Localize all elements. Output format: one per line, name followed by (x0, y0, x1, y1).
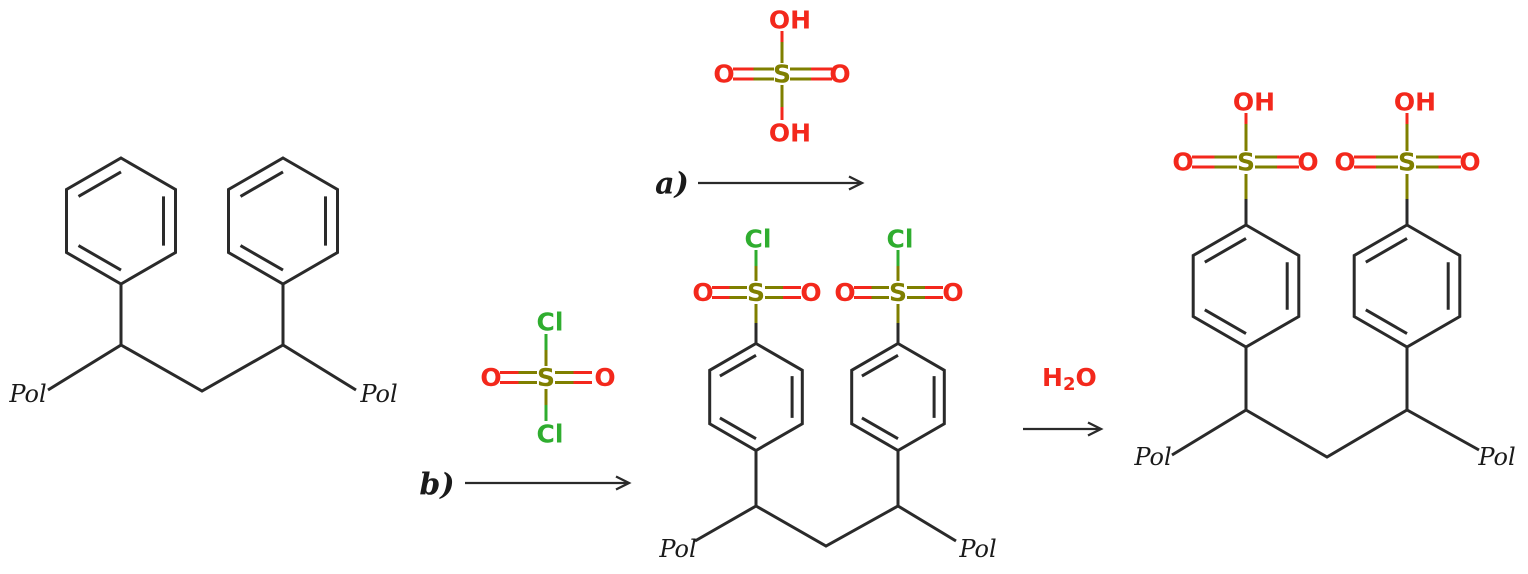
sulfur-label: S (889, 278, 907, 307)
sulfur-side-bonds (518, 350, 574, 405)
sulfur-label: S (773, 60, 791, 89)
reaction-arrow-a: a) (655, 167, 865, 202)
step-b-label: b) (419, 468, 454, 503)
arrow-head (848, 175, 865, 191)
oxygen-label: O (1459, 148, 1480, 177)
sulfonyl-chloride-polymer-structure: Cl O S O Cl O S O Pol Pol (658, 225, 996, 564)
sulfur-side-bonds (753, 42, 811, 107)
oxygen-label: O (1172, 148, 1193, 177)
benzene-ring-outline (227, 156, 339, 286)
oxygen-label: O (829, 60, 850, 89)
sulfur-label: S (1237, 148, 1255, 177)
polymer-label: Pol (658, 535, 696, 563)
backbone-chain-bonds (694, 450, 957, 548)
sulfuric-acid-structure: OH O S O OH (713, 6, 850, 148)
polymer-label: Pol (8, 380, 46, 408)
chlorine-label: Cl (537, 308, 564, 337)
benzene-ring-double-bonds (719, 354, 794, 440)
oxygen-side-bonds (854, 286, 943, 299)
polymer-label: Pol (1133, 443, 1171, 471)
reaction-arrow-b: b) (419, 468, 632, 503)
polymer-label: Pol (359, 380, 397, 408)
benzene-ring-double-bonds (1365, 237, 1450, 335)
benzene-ring-outline (708, 341, 804, 453)
sulfur-side-bonds (1376, 124, 1439, 199)
oxygen-side-bonds (712, 286, 801, 299)
hydroxyl-label: OH (1233, 88, 1275, 117)
sulfur-label: S (1398, 148, 1416, 177)
oxygen-label: O (480, 363, 501, 392)
benzene-ring-outline (65, 156, 177, 286)
hydroxyl-label: OH (769, 6, 811, 35)
oxygen-label: O (834, 278, 855, 307)
arrow-head (1087, 421, 1104, 437)
oxygen-label: O (1297, 148, 1318, 177)
oxygen-label: O (800, 278, 821, 307)
benzene-ring-outline (1191, 223, 1301, 349)
benzene-ring-double-bonds (77, 170, 165, 272)
backbone-chain-bonds (47, 284, 357, 393)
oxygen-side-bonds (1192, 113, 1299, 169)
chlorine-label: Cl (745, 225, 772, 254)
sulfuryl-chloride-structure: Cl O S O Cl (480, 308, 615, 449)
sulfur-label: S (537, 363, 555, 392)
oxygen-label: O (1334, 148, 1355, 177)
chlorine-label: Cl (887, 225, 914, 254)
sulfonic-acid-polymer-structure: OH O S O OH O S O Pol Pol (1133, 88, 1515, 472)
oxygen-label: O (713, 60, 734, 89)
sulfur-label: S (747, 278, 765, 307)
benzene-ring-double-bonds (861, 354, 936, 440)
benzene-ring-double-bonds (239, 170, 327, 272)
sulfur-side-bonds (871, 266, 925, 323)
benzene-ring-outline (1352, 223, 1462, 349)
benzene-ring-double-bonds (1204, 237, 1289, 335)
chlorine-label: Cl (537, 420, 564, 449)
hydroxyl-label: OH (769, 119, 811, 148)
hydroxyl-label: OH (1394, 88, 1436, 117)
sulfur-side-bonds (729, 266, 783, 323)
oxygen-label: O (942, 278, 963, 307)
oxygen-side-bonds (733, 31, 832, 120)
oxygen-side-bonds (1354, 113, 1461, 169)
oxygen-label: O (692, 278, 713, 307)
hydrolysis-arrow: H2O (1023, 363, 1104, 437)
benzene-ring-outline (850, 341, 946, 453)
oxygen-label: O (594, 363, 615, 392)
polymer-label: Pol (1477, 443, 1515, 471)
arrow-head (615, 475, 632, 491)
step-a-label: a) (655, 167, 689, 202)
reactant-polymer-structure: Pol Pol (8, 156, 398, 408)
oxygen-side-bonds (500, 371, 592, 384)
backbone-chain-bonds (1171, 347, 1480, 459)
sulfur-side-bonds (1214, 124, 1277, 199)
water-label: H2O (1042, 363, 1097, 395)
polymer-label: Pol (958, 535, 996, 563)
